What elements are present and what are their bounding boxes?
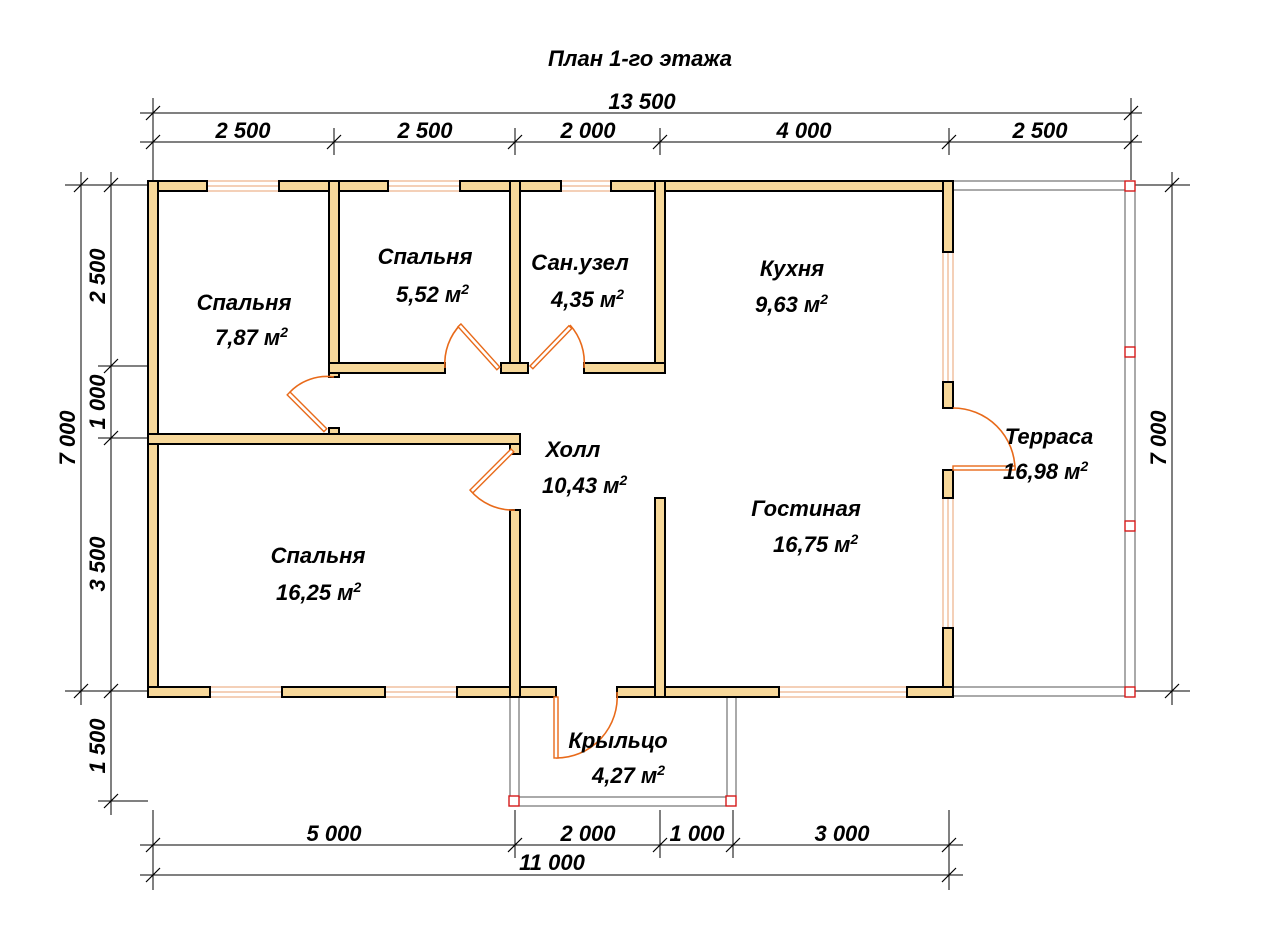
dim-top-seg-5: 2 500	[1011, 118, 1068, 143]
room-name: Терраса	[1005, 424, 1093, 449]
terrace-outline	[953, 180, 1136, 698]
porch-post	[725, 795, 737, 807]
dim-bottom-total: 11 000	[519, 850, 585, 875]
room-area: 16,75 м2	[773, 531, 858, 557]
dim-top-seg-1: 2 500	[214, 118, 271, 143]
door-leaf	[952, 465, 1016, 471]
room-area: 10,43 м2	[542, 472, 627, 498]
dim-left-seg-3: 3 500	[85, 536, 110, 592]
right-dimensions: 7 000	[1131, 172, 1190, 705]
bottom-dimensions: 5 000 2 000 1 000 3 000 11 000	[140, 810, 963, 890]
room-name: Спальня	[271, 543, 366, 568]
dim-bottom-seg-1: 5 000	[306, 821, 362, 846]
room-area: 16,25 м2	[276, 579, 361, 605]
terrace-post	[1124, 686, 1136, 698]
room-name: Гостиная	[751, 496, 861, 521]
porch-outline	[508, 697, 737, 807]
door-arc	[952, 407, 1016, 471]
dim-top-seg-2: 2 500	[396, 118, 453, 143]
porch-post	[508, 795, 520, 807]
door-leaf	[457, 323, 501, 371]
dim-top-total: 13 500	[608, 89, 676, 114]
door-leaf	[469, 447, 515, 494]
room-area: 4,35 м2	[550, 286, 624, 312]
dim-left-seg-4: 1 500	[85, 718, 110, 774]
room-labels: Спальня 7,87 м2 Спальня 5,52 м2 Сан.узел…	[197, 244, 1094, 788]
dim-bottom-seg-2: 2 000	[559, 821, 616, 846]
dim-bottom-seg-3: 1 000	[669, 821, 725, 846]
dim-left-seg-2: 1 000	[85, 374, 110, 430]
room-name: Сан.узел	[531, 250, 629, 275]
dim-left-seg-1: 2 500	[85, 248, 110, 305]
room-area: 16,98 м2	[1003, 458, 1088, 484]
walls	[147, 180, 954, 698]
room-name: Кухня	[760, 256, 824, 281]
door-arc	[444, 323, 462, 369]
room-area: 4,27 м2	[591, 762, 665, 788]
dim-top-seg-3: 2 000	[559, 118, 616, 143]
terrace-post	[1124, 346, 1136, 358]
room-area: 9,63 м2	[755, 291, 828, 317]
terrace-post	[1124, 180, 1136, 192]
door-leaf	[553, 696, 559, 759]
door-arc	[289, 375, 335, 393]
top-dimensions: 13 500 2 500 2 500 2 000 4 000 2 500	[140, 89, 1142, 180]
door-leaf	[286, 391, 328, 433]
dim-bottom-seg-4: 3 000	[814, 821, 870, 846]
door-arc	[569, 324, 586, 369]
terrace-post	[1124, 520, 1136, 532]
room-name: Спальня	[197, 290, 292, 315]
plan-title: План 1-го этажа	[548, 46, 732, 71]
doors	[286, 323, 1016, 759]
room-name: Спальня	[378, 244, 473, 269]
dim-right-total: 7 000	[1146, 410, 1171, 466]
room-name: Крыльцо	[568, 728, 667, 753]
room-name: Холл	[544, 437, 601, 462]
door-leaf	[529, 324, 573, 370]
dim-left-total: 7 000	[55, 410, 80, 466]
dim-top-seg-4: 4 000	[775, 118, 832, 143]
room-area: 7,87 м2	[215, 324, 288, 350]
left-dimensions: 7 000 2 500 1 000 3 500 1 500	[55, 172, 148, 815]
door-arc	[469, 489, 516, 511]
door-arc	[555, 691, 618, 759]
room-area: 5,52 м2	[396, 281, 469, 307]
